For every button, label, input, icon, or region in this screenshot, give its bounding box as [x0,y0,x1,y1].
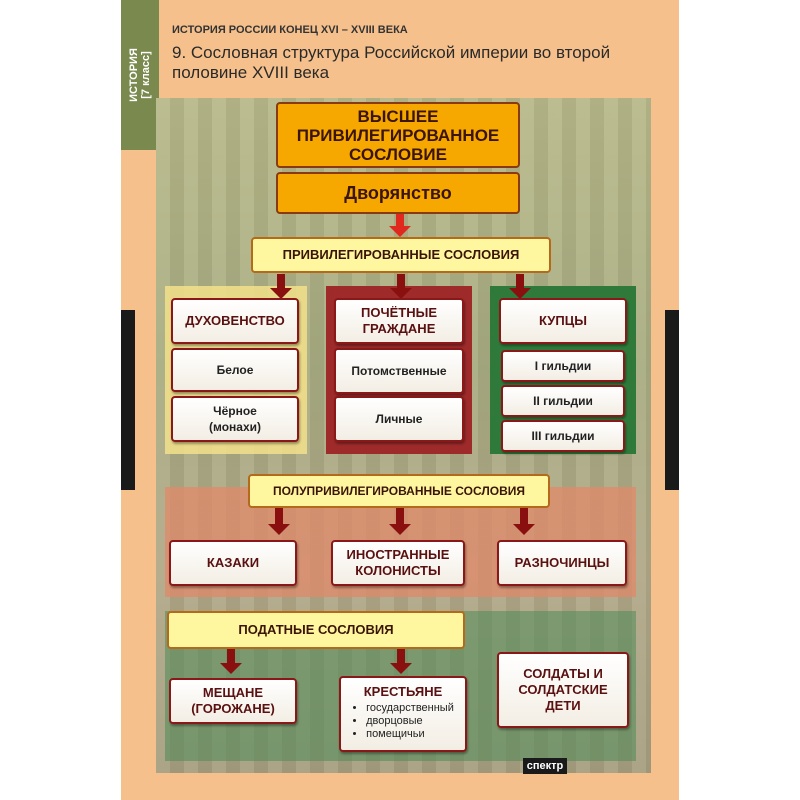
honorary-citizens-title: ПОЧЁТНЫЕ ГРАЖДАНЕ [360,305,437,336]
merchants-box: КУПЦЫ [499,298,627,344]
honorary-citizens-box: ПОЧЁТНЫЕ ГРАЖДАНЕ [334,298,464,344]
peasants-list: государственный дворцовые помещичьи [352,702,454,741]
semi-privileged-label-box: ПОЛУПРИВИЛЕГИРОВАННЫЕ СОСЛОВИЯ [248,474,550,508]
clergy-white-box: Белое [171,348,299,392]
privileged-estates-label: ПРИВИЛЕГИРОВАННЫЕ СОСЛОВИЯ [282,247,520,262]
publisher-logo: спектр [523,758,567,774]
cossacks-label: КАЗАКИ [206,555,260,570]
foreign-colonists-box: ИНОСТРАННЫЕ КОЛОНИСТЫ [331,540,465,586]
page-title: 9. Сословная структура Российской импери… [172,43,611,82]
clergy-black-box: Чёрное (монахи) [171,396,299,442]
honorary-personal-label: Личные [375,412,423,426]
nobility-box: Дворянство [276,172,520,214]
townspeople-box: МЕЩАНЕ (ГОРОЖАНЕ) [169,678,297,724]
townspeople-label: МЕЩАНЕ (ГОРОЖАНЕ) [191,685,275,716]
series-title: ИСТОРИЯ РОССИИ КОНЕЦ XVI – XVIII ВЕКА [172,24,408,36]
peasants-box: КРЕСТЬЯНЕ государственный дворцовые поме… [339,676,467,752]
peasants-title: КРЕСТЬЯНЕ [363,684,443,699]
merchants-guild-2-box: II гильдии [501,385,625,417]
soldiers-box: СОЛДАТЫ И СОЛДАТСКИЕ ДЕТИ [497,652,629,728]
peasants-state-item: государственный [366,702,454,715]
merchants-guild-1-box: I гильдии [501,350,625,382]
raznochintsy-label: РАЗНОЧИНЦЫ [514,555,610,570]
merchants-guild-1-label: I гильдии [534,359,592,373]
merchants-guild-2-label: II гильдии [533,394,593,408]
honorary-personal-box: Личные [334,396,464,442]
peasants-palace-item: дворцовые [366,715,454,728]
clergy-title: ДУХОВЕНСТВО [185,313,285,328]
raznochintsy-box: РАЗНОЧИНЦЫ [497,540,627,586]
subject-side-tab: ИСТОРИЯ [7 класс] [121,0,159,150]
taxed-estates-label-box: ПОДАТНЫЕ СОСЛОВИЯ [167,611,465,649]
right-edge-tab [665,310,679,490]
merchants-guild-3-box: III гильдии [501,420,625,452]
clergy-white-label: Белое [216,363,254,377]
honorary-hereditary-box: Потомственные [334,348,464,394]
clergy-box: ДУХОВЕНСТВО [171,298,299,344]
left-edge-tab [121,310,135,490]
peasants-landlord-item: помещичьи [366,728,454,741]
merchants-guild-3-label: III гильдии [531,429,595,443]
privileged-estates-label-box: ПРИВИЛЕГИРОВАННЫЕ СОСЛОВИЯ [251,237,551,273]
soldiers-label: СОЛДАТЫ И СОЛДАТСКИЕ ДЕТИ [518,666,608,713]
cossacks-box: КАЗАКИ [169,540,297,586]
clergy-black-label: Чёрное (монахи) [208,404,261,434]
semi-privileged-label: ПОЛУПРИВИЛЕГИРОВАННЫЕ СОСЛОВИЯ [272,484,525,498]
side-tab-subject: ИСТОРИЯ [128,48,140,102]
merchants-title: КУПЦЫ [539,313,587,328]
poster: ИСТОРИЯ [7 класс] ИСТОРИЯ РОССИИ КОНЕЦ X… [121,0,679,800]
foreign-colonists-label: ИНОСТРАННЫЕ КОЛОНИСТЫ [346,547,450,578]
highest-estate-label: ВЫСШЕЕ ПРИВИЛЕГИРОВАННОЕ СОСЛОВИЕ [296,106,500,164]
honorary-hereditary-label: Потомственные [351,364,447,378]
subject-side-label: ИСТОРИЯ [7 класс] [128,48,152,102]
highest-estate-box: ВЫСШЕЕ ПРИВИЛЕГИРОВАННОЕ СОСЛОВИЕ [276,102,520,168]
side-tab-grade: [7 класс] [140,51,152,99]
nobility-label: Дворянство [344,183,452,203]
taxed-estates-label: ПОДАТНЫЕ СОСЛОВИЯ [238,622,394,637]
